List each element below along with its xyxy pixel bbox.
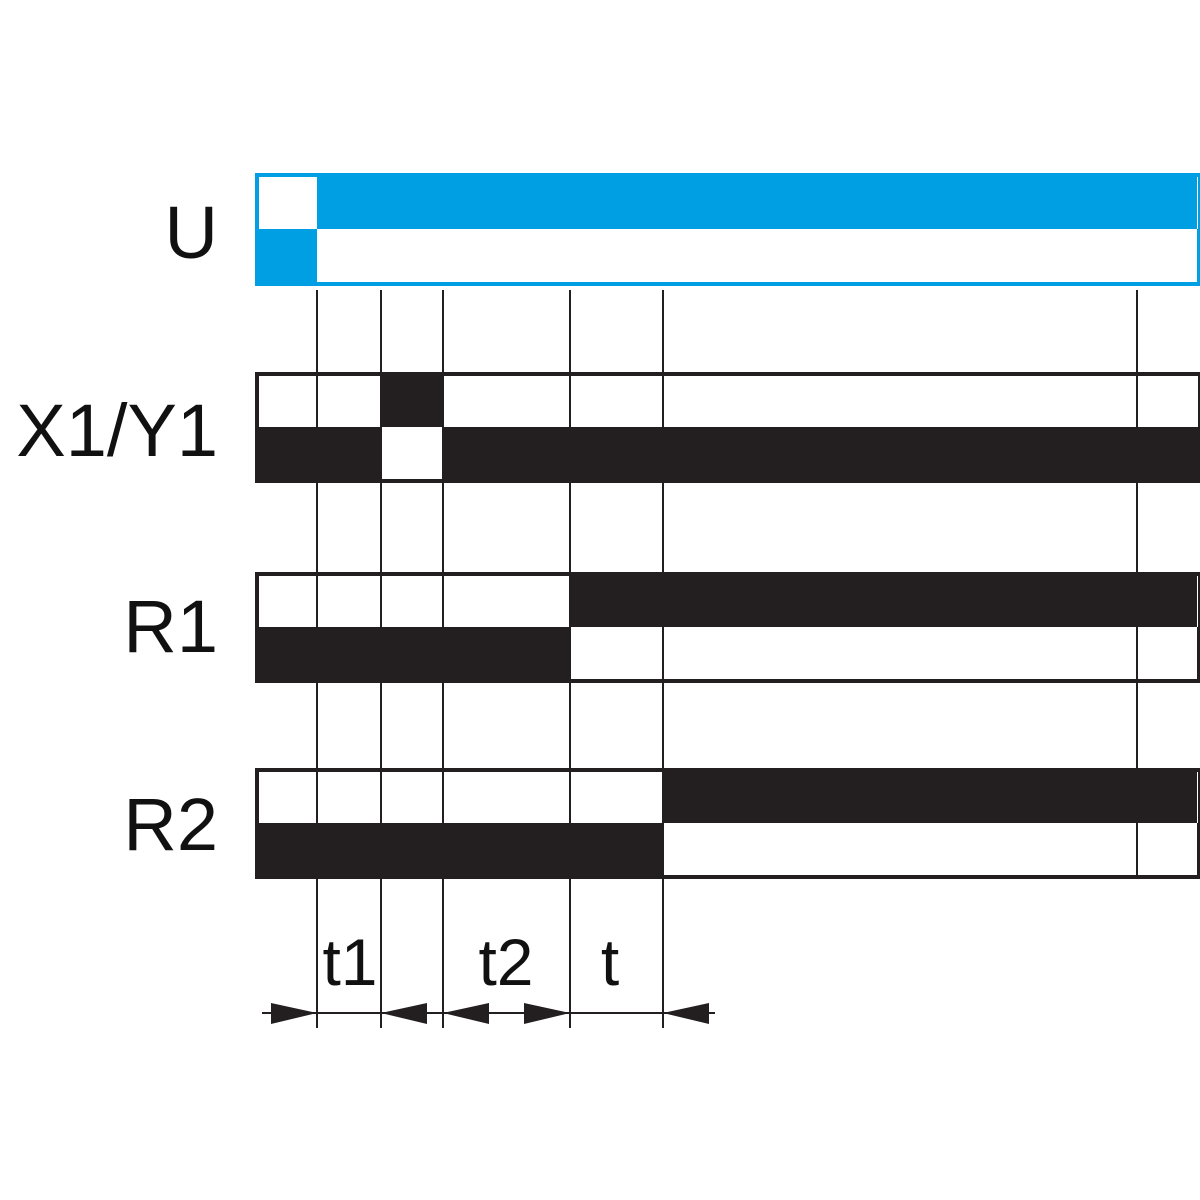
interval-label-t1: t1 [322, 925, 377, 999]
signal-segment-r1-4 [570, 572, 663, 627]
signal-segment-r1-3 [443, 627, 570, 683]
signal-outline-r2 [255, 768, 1200, 879]
signal-label-r2: R2 [123, 783, 218, 866]
signal-bars [255, 173, 1200, 879]
signal-segment-r1-6 [1137, 572, 1197, 627]
signal-segment-u-0 [255, 229, 317, 286]
signal-segment-u-5 [663, 173, 1137, 229]
signal-segment-r2-0 [255, 823, 317, 879]
signal-segment-x1y1-2 [381, 372, 443, 427]
signal-segment-x1y1-4 [570, 427, 663, 483]
signal-segment-r2-5 [663, 768, 1137, 823]
signal-segment-u-4 [570, 173, 663, 229]
signal-segment-u-3 [443, 173, 570, 229]
signal-segment-r1-1 [317, 627, 381, 683]
interval-label-t2: t2 [478, 925, 533, 999]
arrow-t2-start [443, 1003, 489, 1024]
signal-row-u [255, 173, 1200, 286]
signal-outline-x1y1 [255, 372, 1200, 483]
signal-segment-r2-2 [381, 823, 443, 879]
signal-segment-x1y1-0 [255, 427, 317, 483]
signal-row-x1y1 [255, 372, 1200, 483]
signal-segment-r2-6 [1137, 768, 1197, 823]
signal-outline-u [255, 173, 1200, 286]
signal-segment-r2-1 [317, 823, 381, 879]
signal-segment-x1y1-6 [1137, 427, 1197, 483]
signal-segment-u-6 [1137, 173, 1197, 229]
signal-segment-x1y1-1 [317, 427, 381, 483]
signal-label-r1: R1 [123, 585, 218, 668]
signal-segment-u-2 [381, 173, 443, 229]
signal-segment-x1y1-5 [663, 427, 1137, 483]
signal-row-r2 [255, 768, 1200, 879]
signal-label-x1y1: X1/Y1 [16, 389, 218, 472]
signal-segment-r2-3 [443, 823, 570, 879]
signal-row-r1 [255, 572, 1200, 683]
signal-segment-x1y1-3 [443, 427, 570, 483]
time-dimension-arrows [262, 1003, 715, 1024]
signal-segment-r1-0 [255, 627, 317, 683]
signal-outline-r1 [255, 572, 1200, 683]
arrow-t1-start [271, 1003, 317, 1024]
signal-segment-r1-5 [663, 572, 1137, 627]
arrow-t-end [663, 1003, 709, 1024]
signal-label-u: U [165, 191, 218, 274]
interval-label-t: t [601, 925, 619, 999]
signal-segment-u-1 [317, 173, 381, 229]
time-guide-lines [316, 290, 1138, 1028]
arrow-t2-end [524, 1003, 570, 1024]
arrow-t1-end [381, 1003, 427, 1024]
signal-segment-r1-2 [381, 627, 443, 683]
signal-segment-r2-4 [570, 823, 663, 879]
